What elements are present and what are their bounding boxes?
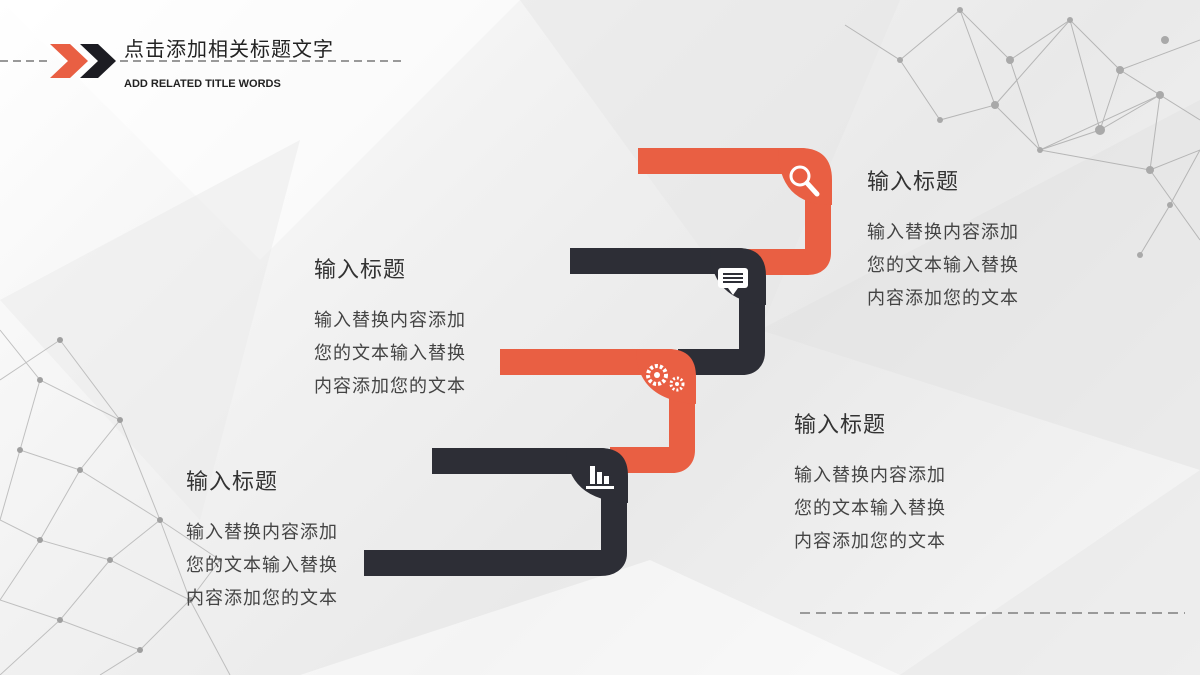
- block-3-line-3: 内容添加您的文本: [794, 531, 946, 552]
- block-3-body: 输入替换内容添加 您的文本输入替换 内容添加您的文本: [794, 459, 1014, 558]
- block-2-line-3: 内容添加您的文本: [314, 376, 466, 397]
- search-icon: [789, 165, 820, 197]
- block-2-body: 输入替换内容添加 您的文本输入替换 内容添加您的文本: [314, 304, 534, 403]
- gears-icon: [646, 364, 685, 392]
- bar-chart-icon: [586, 466, 614, 489]
- chat-icon: [718, 268, 748, 295]
- block-4-line-1: 输入替换内容添加: [186, 522, 338, 543]
- block-4-line-3: 内容添加您的文本: [186, 588, 338, 609]
- chevron-dark-icon: [80, 44, 116, 78]
- text-block-2: 输入标题 输入替换内容添加 您的文本输入替换 内容添加您的文本: [314, 252, 534, 403]
- text-block-1: 输入标题 输入替换内容添加 您的文本输入替换 内容添加您的文本: [867, 164, 1087, 315]
- text-block-4: 输入标题 输入替换内容添加 您的文本输入替换 内容添加您的文本: [186, 464, 406, 615]
- page-title: 点击添加相关标题文字: [124, 37, 334, 61]
- block-2-title: 输入标题: [314, 258, 407, 283]
- block-1-line-3: 内容添加您的文本: [867, 288, 1019, 309]
- chevron-red-icon: [50, 44, 88, 78]
- block-1-line-2: 您的文本输入替换: [867, 255, 1019, 276]
- block-1-title: 输入标题: [867, 170, 960, 195]
- block-2-line-2: 您的文本输入替换: [314, 343, 466, 364]
- block-2-line-1: 输入替换内容添加: [314, 310, 466, 331]
- block-3-title: 输入标题: [794, 413, 887, 438]
- text-block-3: 输入标题 输入替换内容添加 您的文本输入替换 内容添加您的文本: [794, 407, 1014, 558]
- block-4-body: 输入替换内容添加 您的文本输入替换 内容添加您的文本: [186, 516, 406, 615]
- block-3-line-2: 您的文本输入替换: [794, 498, 946, 519]
- block-4-title: 输入标题: [186, 470, 279, 495]
- block-1-body: 输入替换内容添加 您的文本输入替换 内容添加您的文本: [867, 216, 1087, 315]
- page-subtitle: ADD RELATED TITLE WORDS: [124, 78, 281, 90]
- header-decoration: [0, 44, 405, 78]
- slide-header: 点击添加相关标题文字 ADD RELATED TITLE WORDS: [0, 0, 420, 100]
- block-3-line-1: 输入替换内容添加: [794, 465, 946, 486]
- block-4-line-2: 您的文本输入替换: [186, 555, 338, 576]
- block-1-line-1: 输入替换内容添加: [867, 222, 1019, 243]
